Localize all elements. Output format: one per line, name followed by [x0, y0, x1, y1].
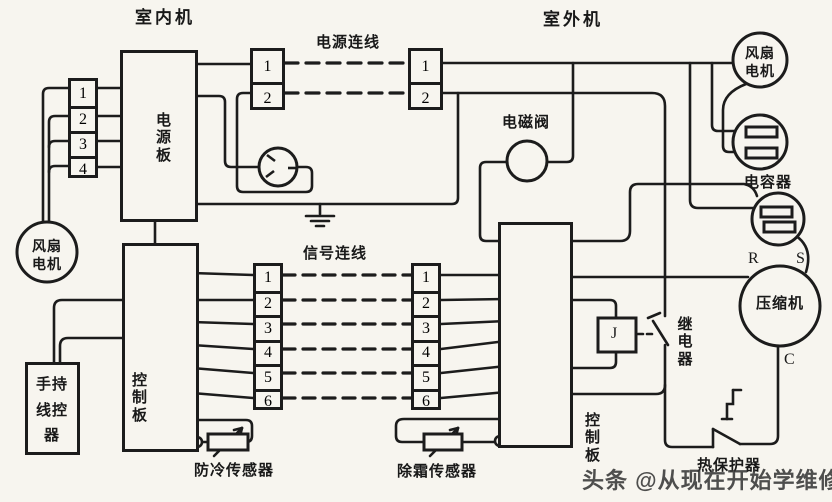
power-connector-indoor: 1 2	[250, 48, 285, 110]
cap2-plate-top	[759, 205, 794, 219]
outdoor-fan-motor-label: 风扇电机	[745, 45, 775, 80]
relay-coil-box	[596, 316, 638, 354]
anticold-sensor-label: 防冷传感器	[194, 462, 275, 479]
compressor-terminal-r: R	[748, 250, 760, 267]
power-board-box	[120, 50, 198, 222]
cap2-plate-bottom	[762, 220, 797, 234]
power-connector-outdoor: 1 2	[408, 48, 443, 110]
connector-cell: 1	[79, 84, 87, 102]
connector-cell: 3	[414, 315, 438, 340]
cap1-plate-top	[744, 125, 779, 139]
connector-cell: 6	[256, 388, 280, 414]
connector-cell: 6	[414, 388, 438, 414]
fan-capacitor-symbol	[731, 113, 789, 171]
outdoor-unit-title: 室外机	[543, 10, 603, 29]
connector-cell: 2	[414, 290, 438, 316]
connector-cell: 2	[71, 106, 95, 131]
signal-connector-indoor: 1 2 3 4 5 6	[253, 263, 283, 410]
connector-cell: 5	[256, 364, 280, 389]
power-link-label: 电源连线	[316, 34, 381, 51]
thermal-protector-label: 热保护器	[697, 457, 762, 474]
capacitor-label: 电容器	[744, 174, 793, 191]
indoor-control-board-label: 控制板	[131, 372, 148, 424]
connector-cell: 4	[256, 339, 280, 365]
relay-label: 继电器	[677, 316, 694, 368]
power-board-label: 电源板	[155, 112, 172, 164]
compressor-terminal-c: C	[784, 351, 796, 368]
compressor-terminal-s: S	[796, 250, 806, 267]
connector-cell: 2	[256, 290, 280, 316]
indoor-fan-motor-symbol	[15, 220, 79, 284]
solenoid-valve-symbol	[505, 139, 549, 183]
connector-cell: 3	[71, 131, 95, 156]
watermark-text: 头条 @从现在开始学维修	[582, 468, 832, 493]
connector-cell: 4	[71, 156, 95, 181]
compressor-label: 压缩机	[756, 295, 805, 312]
connector-cell: 2	[253, 82, 282, 113]
handheld-controller-box	[25, 362, 80, 455]
indoor-control-board-box	[122, 243, 199, 452]
solenoid-valve-label: 电磁阀	[502, 114, 551, 131]
signal-connector-outdoor: 1 2 3 4 5 6	[411, 263, 441, 410]
connector-cell: 1	[421, 57, 430, 75]
outdoor-fan-motor-symbol	[731, 31, 789, 89]
handheld-controller-label: 手持线控器	[35, 376, 68, 444]
outdoor-control-board-box	[498, 222, 573, 448]
outdoor-control-board-label: 控制板	[584, 412, 601, 464]
connector-cell: 4	[414, 339, 438, 365]
connector-cell: 1	[422, 269, 430, 287]
wires-group	[41, 61, 810, 458]
connector-cell: 1	[263, 57, 272, 75]
compressor-symbol	[738, 264, 822, 348]
cap1-plate-bottom	[744, 146, 779, 160]
connector-cell: 1	[264, 269, 272, 287]
defrost-sensor-label: 除霜传感器	[397, 463, 478, 480]
connector-cell: 5	[414, 364, 438, 389]
indoor-unit-title: 室内机	[135, 8, 195, 27]
compressor-capacitor-symbol	[750, 191, 806, 247]
relay-coil-j-label: J	[611, 325, 619, 342]
signal-link-label: 信号连线	[303, 245, 368, 262]
defrost-thermistor	[422, 432, 464, 452]
connector-cell: 3	[256, 315, 280, 340]
anticold-thermistor	[206, 432, 250, 452]
indoor-fan-connector-block: 1 2 3 4	[68, 78, 98, 178]
connector-cell: 2	[411, 82, 440, 113]
indoor-fan-motor-label: 风扇电机	[32, 238, 62, 273]
